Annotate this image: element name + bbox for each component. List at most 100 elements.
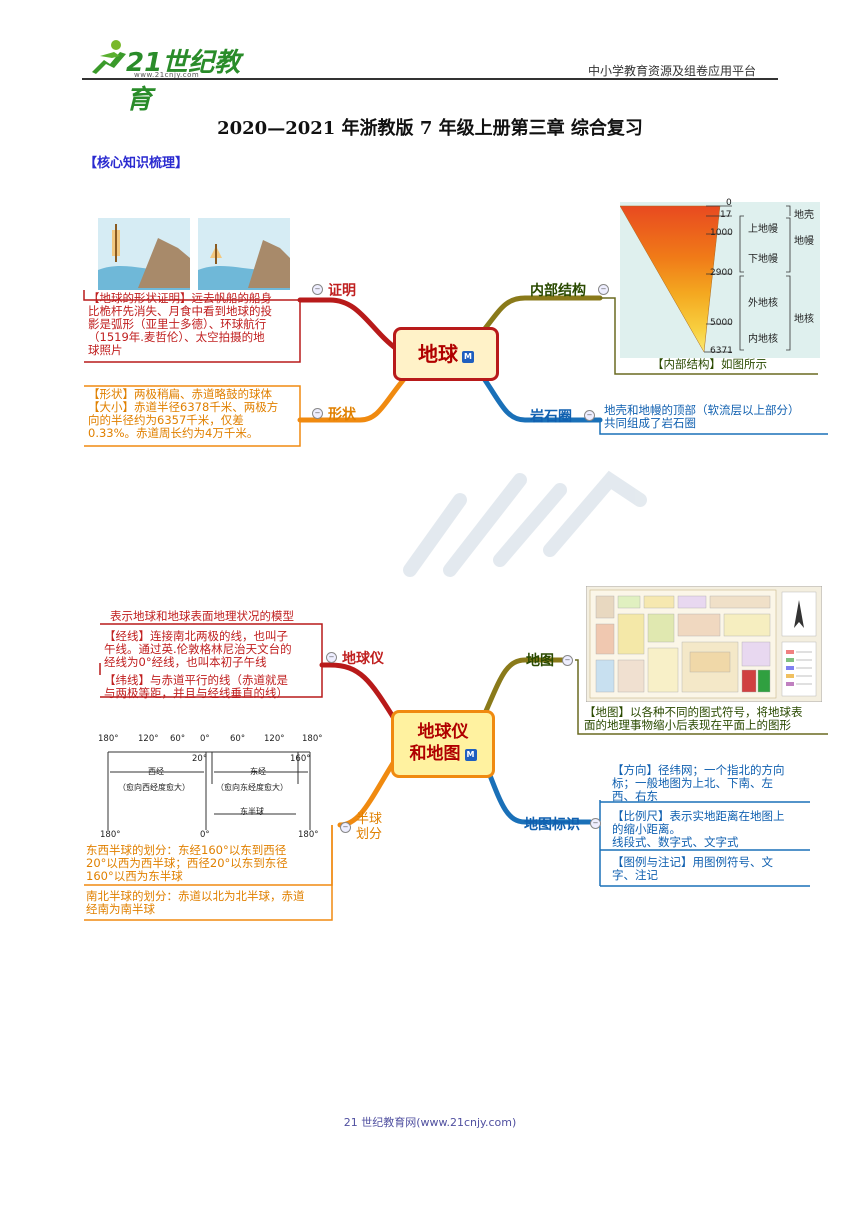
proof-note-line: （1519年.麦哲伦）、太空拍摄的地 (88, 330, 265, 344)
shape-note-line: 【形状】两极稍扁、赤道略鼓的球体 (88, 387, 272, 401)
lithosphere-note-line: 地壳和地幔的顶部（软流层以上部分） (604, 403, 800, 417)
west-sub: （愈向西经度愈大） (118, 783, 190, 792)
branch-globe: 地球仪 (342, 651, 384, 667)
ns-note-line: 南北半球的划分：赤道以北为北半球，赤道 (86, 889, 305, 903)
branch-map-marks: 地图标识 (524, 817, 580, 833)
hemi-bottom-tick-0: 180° (100, 830, 121, 840)
branch-lithosphere: 岩石圈 (530, 409, 572, 425)
tick-label: 60° (170, 734, 186, 744)
branch-shape: 形状 (328, 407, 356, 423)
meridian-note-line: 经线为0°经线，也叫本初子午线 (104, 655, 267, 669)
direction-note-line: 【方向】径纬网；一个指北的方向 (612, 763, 785, 777)
legend-note-line: 【图例与注记】用图例符号、文 (612, 855, 773, 869)
collapse-hemisphere-icon[interactable]: − (340, 822, 351, 833)
layer-lower-mantle: 下地幔 (748, 254, 778, 265)
proof-note-line: 球照片 (88, 343, 123, 357)
mark-20: 20° (192, 754, 208, 764)
proof-note-line: 比桅杆先消失、月食中看到地球的投 (88, 304, 272, 318)
depth-17: 17 (720, 210, 732, 220)
collapse-globe-icon[interactable]: − (326, 652, 337, 663)
collapse-structure-icon[interactable]: − (598, 284, 609, 295)
proof-note: 【地球的形状证明】远去帆船的船身 比桅杆先消失、月食中看到地球的投 影是弧形（亚… (88, 292, 298, 357)
ew-note-line: 20°以西为西半球；西径20°以东到东径 (86, 856, 288, 870)
parallel-note-line: 与两极等距，并且与经线垂直的线） (104, 686, 288, 700)
tick-label: 60° (230, 734, 246, 744)
map-note-line: 【地图】以各种不同的图式符号，将地球表 (584, 705, 803, 719)
map-badge-icon: M (462, 350, 474, 363)
legend-note: 【图例与注记】用图例符号、文 字、注记 (612, 856, 812, 882)
direction-note-line: 西、右东 (612, 789, 658, 803)
ship-horizon-illustration (98, 218, 290, 290)
east-west-note: 东西半球的划分：东经160°以东到西径 20°以西为西半球；西径20°以东到东径… (86, 844, 334, 883)
parallel-note: 【纬线】与赤道平行的线（赤道就是 与两极等距，并且与经线垂直的线） (104, 674, 324, 700)
hemi-top-ticks: 180° 120° 60° 0° 60° 120° 180° (98, 734, 338, 746)
depth-6371: 6371 (710, 346, 733, 356)
center-node-earth[interactable]: 地球 M (393, 327, 499, 381)
ns-note-line: 经南为南半球 (86, 902, 155, 916)
tick-label: 120° (138, 734, 159, 744)
west-label: 西经 (148, 767, 164, 776)
east-hemisphere-label: 东半球 (240, 807, 264, 816)
collapse-lithosphere-icon[interactable]: − (584, 410, 595, 421)
hemisphere-label-1: 半球 (356, 812, 383, 827)
group-mantle: 地幔 (794, 236, 814, 247)
branch-map: 地图 (526, 653, 554, 669)
shape-note-line: 向的半径约为6357千米，仅差 (88, 413, 244, 427)
mark-160: 160° (290, 754, 311, 764)
hemi-bottom-tick-1: 0° (200, 830, 210, 840)
direction-note-line: 标；一般地图为上北、下南、左 (612, 776, 773, 790)
collapse-shape-icon[interactable]: − (312, 408, 323, 419)
direction-note: 【方向】径纬网；一个指北的方向 标；一般地图为上北、下南、左 西、右东 (612, 764, 812, 803)
proof-note-line: 【地球的形状证明】远去帆船的船身 (88, 291, 272, 305)
tick-label: 180° (98, 734, 119, 744)
legend-note-line: 字、注记 (612, 868, 658, 882)
shape-note-line: 【大小】赤道半径6378千米、两极方 (88, 400, 279, 414)
platform-name: 中小学教育资源及组卷应用平台 (588, 64, 757, 78)
logo-text: 21世纪教育 (126, 48, 241, 115)
campus-map-illustration (586, 586, 822, 702)
layer-inner-core: 内地核 (748, 334, 778, 345)
mindmap-2-connectors (84, 623, 828, 921)
logo-url: www.21cnjy.com (134, 71, 200, 79)
scale-note: 【比例尺】表示实地距离在地图上 的缩小距离。 线段式、数字式、文字式 (612, 810, 812, 849)
watermark (403, 470, 647, 577)
depth-2900: 2900 (710, 268, 733, 278)
page-footer: 21 世纪教育网(www.21cnjy.com) (343, 1116, 517, 1129)
east-sub: （愈向东经度愈大） (216, 783, 288, 792)
collapse-map-icon[interactable]: − (562, 655, 573, 666)
scale-note-line: 的缩小距离。 (612, 822, 681, 836)
globe-definition: 表示地球和地球表面地理状况的模型 (110, 609, 294, 623)
header-logo: 21世纪教育 www.21cnjy.com (86, 38, 256, 115)
collapse-proof-icon[interactable]: − (312, 284, 323, 295)
document-title: 2020—2021 年浙教版 7 年级上册第三章 综合复习 (217, 118, 643, 139)
depth-0: 0 (726, 198, 732, 208)
meridian-note-line: 午线。通过英.伦敦格林尼治天文台的 (104, 642, 292, 656)
parallel-note-line: 【纬线】与赤道平行的线（赤道就是 (104, 673, 288, 687)
depth-5000: 5000 (710, 318, 733, 328)
earth-interior-diagram (620, 202, 820, 358)
group-crust: 地壳 (794, 210, 814, 221)
map-note: 【地图】以各种不同的图式符号，将地球表 面的地理事物缩小后表现在平面上的图形 (584, 706, 830, 732)
north-south-note: 南北半球的划分：赤道以北为北半球，赤道 经南为南半球 (86, 890, 334, 916)
center-node-label: 地球 (418, 342, 458, 366)
branch-hemisphere: 半球 划分 (356, 812, 382, 842)
branch-structure: 内部结构 (530, 283, 586, 299)
shape-note-line: 0.33%。赤道周长约为4万千米。 (88, 426, 259, 440)
scale-note-line: 【比例尺】表示实地距离在地图上 (612, 809, 785, 823)
branch-proof: 证明 (328, 283, 356, 299)
runner-logo-icon (92, 40, 126, 74)
collapse-map-marks-icon[interactable]: − (590, 818, 601, 829)
map-note-line: 面的地理事物缩小后表现在平面上的图形 (584, 718, 791, 732)
center-node-label-1: 地球仪 (417, 722, 469, 742)
header-divider (82, 78, 778, 80)
section-label: 【核心知识梳理】 (84, 156, 189, 171)
tick-label: 180° (302, 734, 323, 744)
lithosphere-note-line: 共同组成了岩石圈 (604, 416, 696, 430)
meridian-note-line: 【经线】连接南北两极的线，也叫子 (104, 629, 288, 643)
group-core: 地核 (794, 314, 814, 325)
ew-note-line: 160°以西为东半球 (86, 869, 183, 883)
map-badge-icon: M (464, 748, 477, 761)
scale-note-line: 线段式、数字式、文字式 (612, 835, 739, 849)
